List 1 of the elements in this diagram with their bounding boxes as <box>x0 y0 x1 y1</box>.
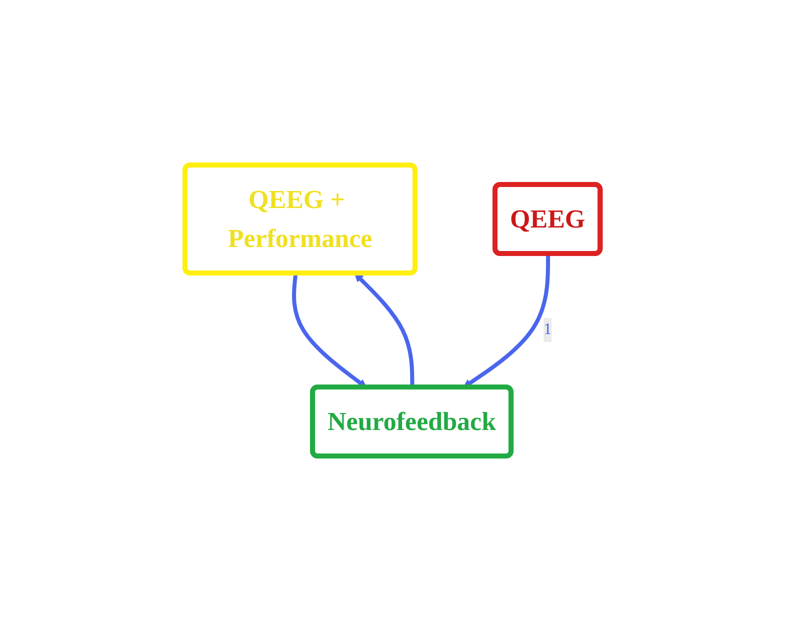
edge-label: 1 <box>543 321 552 338</box>
